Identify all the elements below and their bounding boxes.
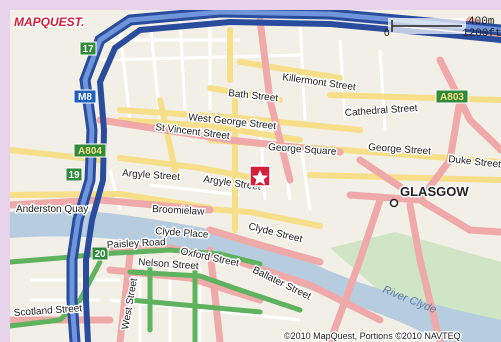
svg-text:A803: A803 bbox=[440, 92, 464, 103]
label-broomielaw: Broomielaw bbox=[152, 204, 206, 218]
shield-j19: 19 bbox=[65, 167, 83, 182]
svg-text:19: 19 bbox=[68, 170, 80, 181]
label-argyle-street-west: Argyle Street bbox=[122, 168, 181, 183]
scale-bar: 0 400m 1200ft bbox=[384, 16, 501, 40]
label-anderston-quay: Anderston Quay bbox=[16, 204, 88, 215]
shield-j20: 20 bbox=[91, 246, 109, 261]
shield-m8: M8 bbox=[73, 89, 97, 104]
motorway-m8 bbox=[66, 6, 501, 342]
river-clyde bbox=[10, 209, 501, 342]
scale-zero: 0 bbox=[384, 28, 390, 39]
star-marker-icon[interactable] bbox=[249, 165, 271, 187]
green-routes bbox=[7, 247, 303, 342]
copyright-notice: ©2010 MapQuest, Portions ©2010 NAVTEQ bbox=[284, 331, 461, 341]
city-glasgow: GLASGOW bbox=[389, 183, 471, 208]
shield-a804: A804 bbox=[73, 143, 107, 158]
svg-text:M8: M8 bbox=[78, 92, 92, 103]
scale-metric: 400m bbox=[468, 16, 495, 28]
scale-imperial: 1200ft bbox=[462, 28, 501, 40]
svg-text:GLASGOW: GLASGOW bbox=[400, 184, 469, 199]
label-paisley-road: Paisley Road bbox=[107, 237, 166, 251]
shield-j17: 17 bbox=[79, 41, 97, 56]
shield-a803: A803 bbox=[435, 89, 469, 104]
svg-text:A804: A804 bbox=[78, 146, 102, 157]
mapquest-logo[interactable]: MAPQUEST. bbox=[13, 14, 86, 31]
label-clyde-place: Clyde Place bbox=[155, 226, 209, 241]
svg-text:17: 17 bbox=[82, 44, 94, 55]
svg-text:20: 20 bbox=[94, 249, 106, 260]
map-frame-top bbox=[0, 0, 501, 10]
map-frame-left bbox=[0, 0, 10, 342]
